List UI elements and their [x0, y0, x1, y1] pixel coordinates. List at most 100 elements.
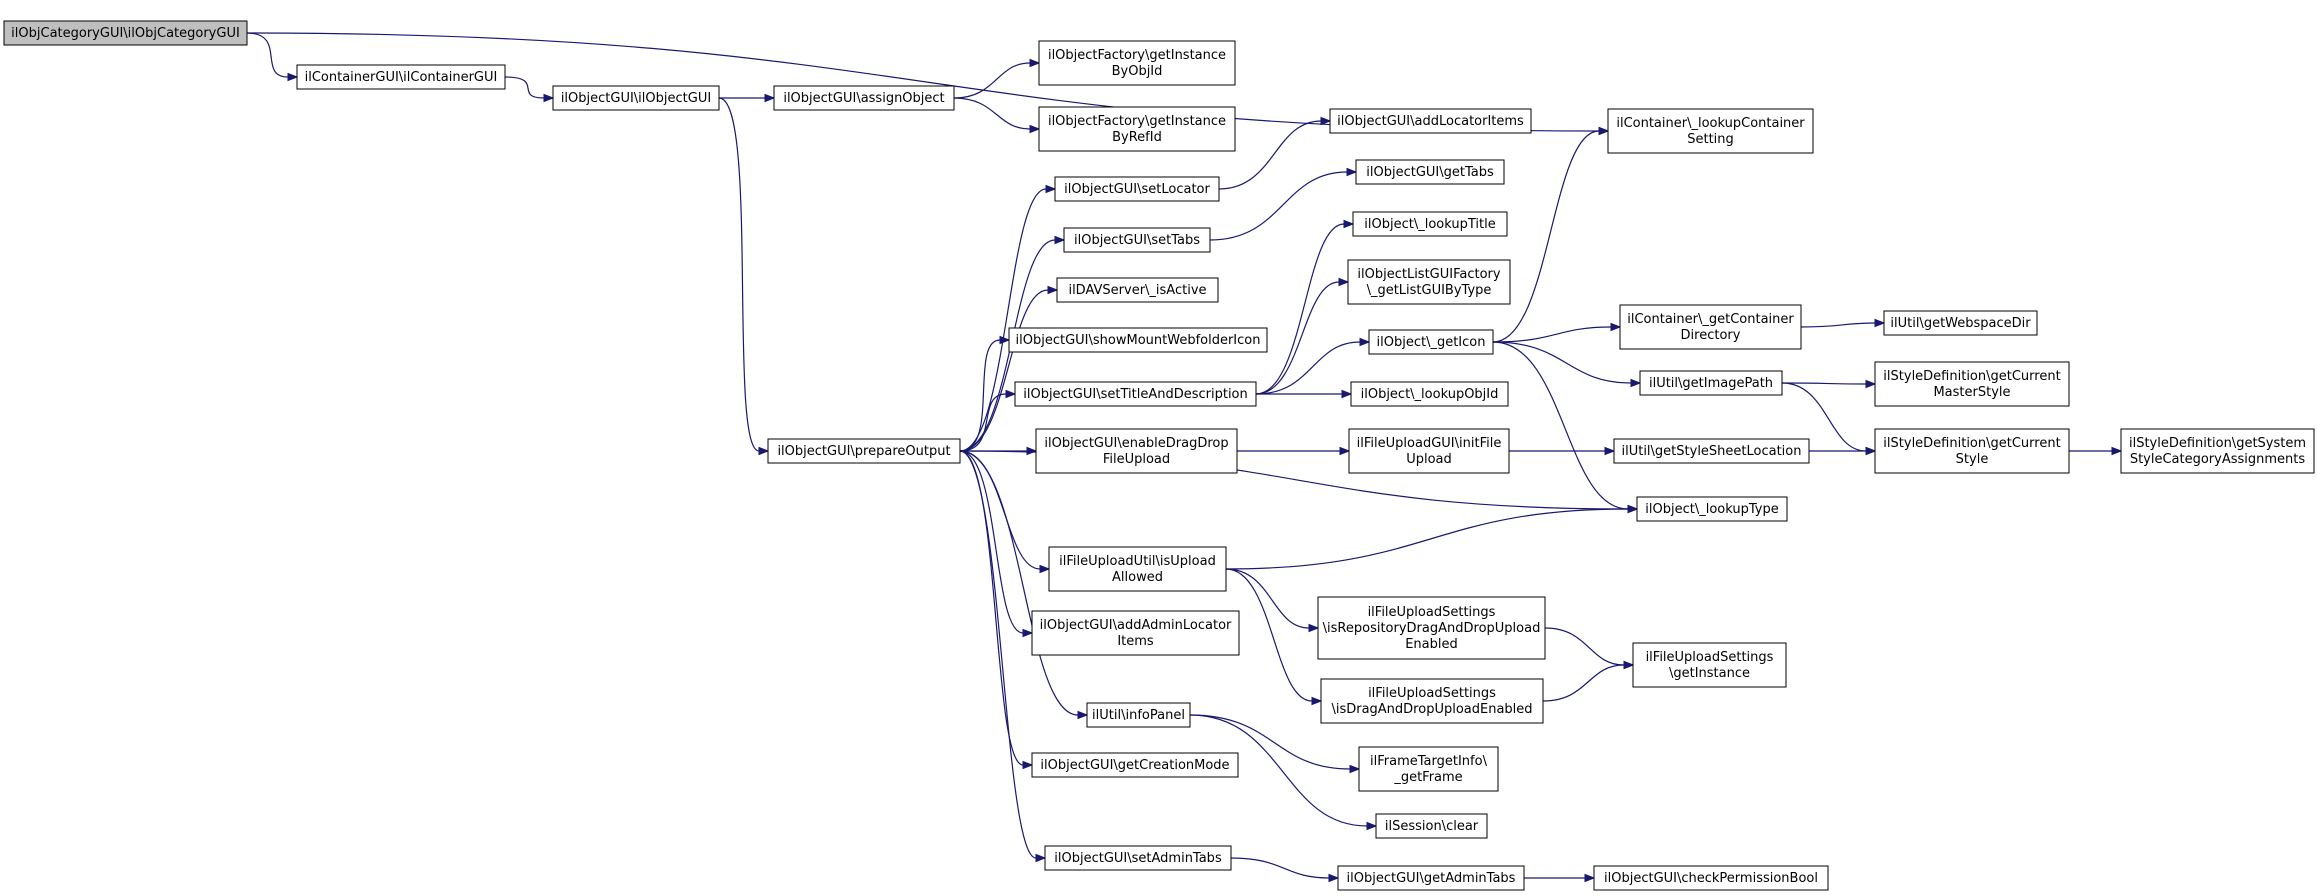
node-label: Setting — [1687, 132, 1734, 147]
nodes-layer: ilObjCategoryGUI\ilObjCategoryGUI ilConta… — [3, 20, 2315, 891]
function-node-set-title-desc[interactable]: ilObjectGUI\setTitleAndDescription — [1014, 381, 1257, 407]
edge-info-panel-to-session-clear — [1189, 714, 1368, 827]
function-node-get-admin-tabs[interactable]: ilObjectGUI\getAdminTabs — [1337, 865, 1525, 891]
node-box — [1054, 176, 1220, 202]
edge-repo-dnd-enabled-to-upload-settings-instance — [1544, 627, 1625, 666]
node-label: ilObjectGUI\prepareOutput — [777, 444, 950, 459]
function-node-dnd-enabled[interactable]: ilFileUploadSettings\isDragAndDropUpload… — [1320, 678, 1544, 724]
function-node-get-tabs[interactable]: ilObjectGUI\getTabs — [1355, 159, 1505, 185]
node-box — [1063, 227, 1211, 253]
function-node-stylesheet-location[interactable]: ilUtil\getStyleSheetLocation — [1613, 438, 1810, 464]
function-node-session-clear[interactable]: ilSession\clear — [1375, 813, 1488, 839]
function-node-root[interactable]: ilObjCategoryGUI\ilObjCategoryGUI — [3, 20, 248, 46]
edge-prepare-output-to-set-locator — [959, 188, 1047, 452]
arrowhead — [1865, 379, 1877, 389]
function-node-dav-active[interactable]: ilDAVServer\_isActive — [1056, 277, 1219, 303]
node-label: ilStyleDefinition\getCurrent — [1883, 436, 2060, 451]
node-label: ilObject\_lookupObjId — [1361, 387, 1499, 402]
edge-prepare-output-to-dav-active — [959, 289, 1049, 452]
node-label: ilContainer\_lookupContainer — [1616, 116, 1805, 131]
node-label: ilObjectFactory\getInstance — [1048, 114, 1226, 129]
node-label: ilObjectGUI\addLocatorItems — [1337, 114, 1524, 129]
arrowhead — [1359, 337, 1371, 347]
function-node-repo-dnd-enabled[interactable]: ilFileUploadSettings\isRepositoryDragAnd… — [1317, 596, 1546, 660]
node-label: \_getListGUIByType — [1367, 283, 1492, 298]
node-label: Style — [1956, 452, 1989, 467]
node-label: ilObject\_lookupTitle — [1364, 217, 1495, 232]
function-node-system-style-cat[interactable]: ilStyleDefinition\getSystemStyleCategory… — [2120, 428, 2315, 474]
function-node-object-ctor[interactable]: ilObjectGUI\ilObjectGUI — [552, 85, 720, 111]
function-node-add-locator-items[interactable]: ilObjectGUI\addLocatorItems — [1329, 108, 1532, 134]
arrowhead — [1029, 58, 1041, 68]
node-label: ilDAVServer\_isActive — [1068, 283, 1206, 298]
node-box — [1350, 381, 1509, 407]
edge-info-panel-to-frame-target — [1189, 714, 1351, 770]
function-node-webspace-dir[interactable]: ilUtil\getWebspaceDir — [1883, 310, 2038, 336]
arrowhead — [1366, 821, 1378, 831]
edge-is-upload-allowed-to-lookup-type — [1225, 508, 1629, 570]
node-label: ilObjectGUI\checkPermissionBool — [1604, 871, 1818, 886]
edge-assign-object-to-factory-by-obj — [953, 62, 1031, 99]
function-node-lookup-obj-id[interactable]: ilObject\_lookupObjId — [1350, 381, 1509, 407]
function-node-prepare-output[interactable]: ilObjectGUI\prepareOutput — [767, 438, 961, 464]
edge-get-image-path-to-current-master-style — [1781, 382, 1867, 385]
node-label: StyleCategoryAssignments — [2130, 452, 2306, 467]
arrowhead — [1610, 322, 1622, 332]
edge-dnd-enabled-to-upload-settings-instance — [1542, 664, 1625, 702]
arrowhead — [1874, 318, 1886, 328]
node-box — [552, 85, 720, 111]
node-label: ilFileUploadSettings — [1368, 686, 1496, 701]
node-box — [1874, 361, 2070, 407]
function-node-info-panel[interactable]: ilUtil\infoPanel — [1086, 702, 1191, 728]
node-label: ilObjectListGUIFactory — [1357, 267, 1501, 282]
edge-container-ctor-to-object-ctor — [504, 76, 545, 99]
arrowhead — [543, 93, 555, 103]
function-node-list-gui-factory[interactable]: ilObjectListGUIFactory\_getListGUIByType — [1347, 259, 1511, 305]
arrowhead — [1865, 446, 1877, 456]
node-box — [1086, 702, 1191, 728]
node-box — [1613, 438, 1810, 464]
node-box — [1014, 381, 1257, 407]
node-box — [1607, 108, 1814, 154]
function-node-set-admin-tabs[interactable]: ilObjectGUI\setAdminTabs — [1044, 845, 1232, 871]
function-node-check-permission[interactable]: ilObjectGUI\checkPermissionBool — [1593, 865, 1829, 891]
edge-set-title-desc-to-lookup-title — [1255, 223, 1345, 395]
node-box — [1883, 310, 2038, 336]
arrowhead — [1346, 167, 1358, 177]
node-box — [1632, 642, 1787, 688]
node-box — [1358, 746, 1499, 792]
node-box — [1639, 370, 1783, 396]
arrowhead — [764, 93, 776, 103]
edge-set-tabs-to-get-tabs — [1209, 171, 1348, 241]
function-node-creation-mode[interactable]: ilObjectGUI\getCreationMode — [1031, 752, 1239, 778]
node-label: Items — [1117, 634, 1154, 649]
edge-set-locator-to-add-locator-items — [1218, 120, 1322, 190]
node-label: ilStyleDefinition\getSystem — [2129, 436, 2306, 451]
function-node-get-image-path[interactable]: ilUtil\getImagePath — [1639, 370, 1783, 396]
function-node-set-locator[interactable]: ilObjectGUI\setLocator — [1054, 176, 1220, 202]
function-node-get-icon[interactable]: ilObject\_getIcon — [1368, 329, 1494, 355]
function-node-set-tabs[interactable]: ilObjectGUI\setTabs — [1063, 227, 1211, 253]
function-node-frame-target[interactable]: ilFrameTargetInfo\_getFrame — [1358, 746, 1499, 792]
node-box — [1320, 678, 1544, 724]
function-node-assign-object[interactable]: ilObjectGUI\assignObject — [773, 85, 955, 111]
node-label: ilFileUploadGUI\initFile — [1357, 436, 1502, 451]
function-node-lookup-type[interactable]: ilObject\_lookupType — [1636, 496, 1788, 522]
node-box — [1031, 610, 1240, 656]
node-label: ilUtil\infoPanel — [1092, 708, 1185, 723]
function-node-container-ctor[interactable]: ilContainerGUI\ilContainerGUI — [296, 64, 506, 90]
function-node-upload-settings-instance[interactable]: ilFileUploadSettings\getInstance — [1632, 642, 1787, 688]
arrowhead — [1341, 389, 1353, 399]
function-node-show-mount[interactable]: ilObjectGUI\showMountWebfolderIcon — [1008, 327, 1268, 353]
function-node-lookup-title[interactable]: ilObject\_lookupTitle — [1352, 211, 1508, 237]
